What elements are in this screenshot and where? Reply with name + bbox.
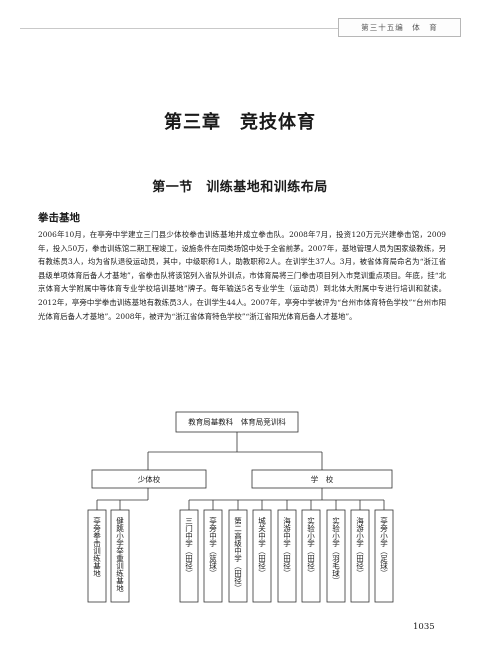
org-child-label: 实验小学（田径） xyxy=(306,516,315,577)
running-head: 第三十五编 体 育 xyxy=(338,18,461,37)
org-child-box xyxy=(110,509,130,603)
subsection-title: 拳击基地 xyxy=(38,212,80,224)
org-child-box xyxy=(301,509,321,603)
org-child-box xyxy=(87,509,107,603)
org-child-label: 亭旁拳击训练基地 xyxy=(92,516,101,578)
org-child-label: 实验小学（羽毛球） xyxy=(331,516,340,585)
org-branch-label: 少体校 xyxy=(138,474,161,484)
org-child-label: 海游中学（田径） xyxy=(282,516,291,577)
org-root-label: 教育局基教科 体育局竞训科 xyxy=(188,417,286,427)
org-branch-label: 学 校 xyxy=(311,474,334,484)
org-child-box xyxy=(277,509,297,603)
org-child-box xyxy=(374,509,394,603)
section-title: 第一节 训练基地和训练布局 xyxy=(152,180,328,195)
org-child-label: 亭旁中学（篮球） xyxy=(208,516,217,577)
org-child-label: 亭旁小学（足球） xyxy=(379,516,388,577)
chapter-title: 第三章 竞技体育 xyxy=(164,112,316,133)
org-child-label: 健跳小学举重训练基地 xyxy=(115,516,124,593)
running-head-text: 第三十五编 体 育 xyxy=(361,23,438,32)
org-child-box xyxy=(350,509,370,603)
org-child-label: 三门中学（田径） xyxy=(184,517,193,577)
org-child-box xyxy=(179,509,199,603)
org-child-box xyxy=(252,509,272,603)
page-number: 1035 xyxy=(413,622,435,632)
org-child-label: 第二高级中学（田径） xyxy=(233,516,242,592)
org-branch-box-youth-sports-school xyxy=(91,469,207,489)
org-child-label: 城关中学（田径） xyxy=(257,517,266,577)
org-child-box xyxy=(203,509,223,603)
header-rule xyxy=(20,28,338,29)
body-paragraph: 2006年10月，在亭旁中学建立三门县少体校拳击训练基地并成立拳击队。2008年… xyxy=(38,230,446,321)
org-child-box xyxy=(326,509,346,603)
org-child-label: 海游小学（田径） xyxy=(355,516,364,577)
org-child-box xyxy=(228,509,248,603)
